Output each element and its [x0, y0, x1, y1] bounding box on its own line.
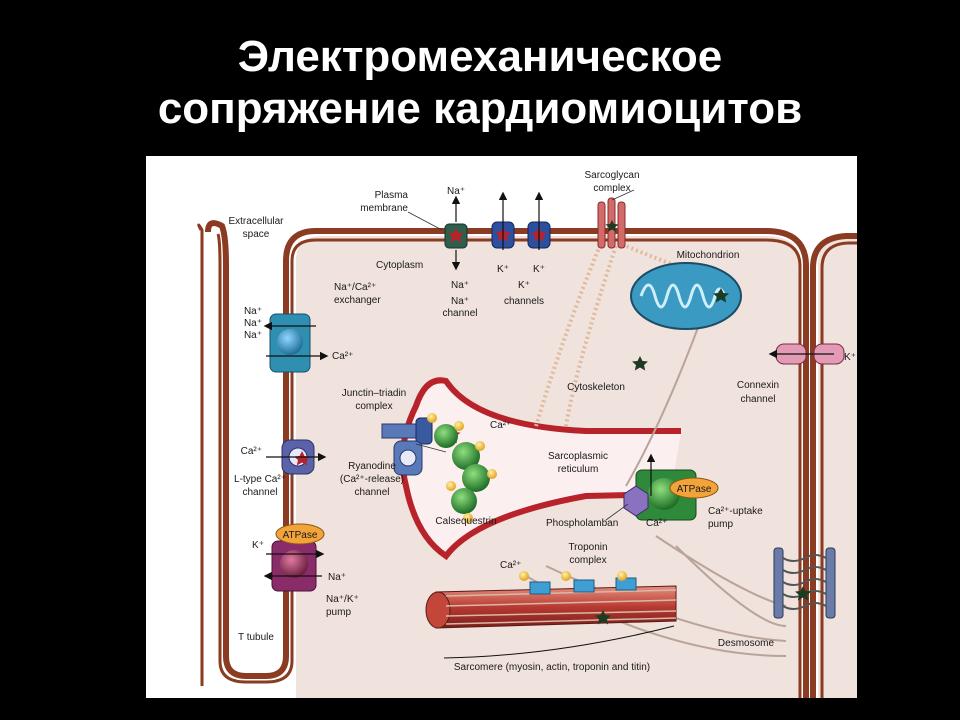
- troponin-label-1: Troponin: [568, 542, 607, 553]
- sr-label-1: Sarcoplasmic: [548, 451, 608, 462]
- phospholamban-label: Phospholamban: [546, 518, 618, 529]
- ltype-label-2: channel: [242, 487, 277, 498]
- plasma-membrane-label-1: Plasma: [375, 190, 409, 201]
- na-top-label: Na⁺: [447, 186, 465, 197]
- right-cell-membrane-inner: [820, 241, 857, 698]
- sarcoglycan-complex[interactable]: [597, 197, 626, 249]
- ryanodine-label-2: (Ca²⁺-release): [340, 474, 404, 485]
- k-left-label: K⁺: [497, 264, 509, 275]
- star-icon: [448, 228, 464, 243]
- t-tubule-membrane-inner: [216, 233, 802, 698]
- exchanger-na-3: Na⁺: [244, 330, 262, 341]
- pump-label-1: Na⁺/K⁺: [326, 594, 359, 605]
- cardiomyocyte-diagram: ATPase ATPase: [146, 156, 857, 698]
- exchanger-na-1: Na⁺: [244, 306, 262, 317]
- ltype-ca-label: Ca²⁺: [241, 446, 262, 457]
- sarcomere-label: Sarcomere (myosin, actin, troponin and t…: [454, 662, 650, 673]
- junctin-label-1: Junctin–triadin: [342, 388, 406, 399]
- uptake-label-2: pump: [708, 519, 733, 530]
- na-channel-label-1: Na⁺: [451, 296, 469, 307]
- ryanodine-label-1: Ryanodine: [348, 461, 396, 472]
- neighbor-cell: [818, 234, 857, 698]
- right-cell-membrane: [810, 233, 857, 698]
- phospholamban-ca-label: Ca²⁺: [646, 518, 667, 529]
- sr-label-2: reticulum: [558, 464, 599, 475]
- mitochondrion-label: Mitochondrion: [677, 250, 740, 261]
- ryanodine-channel[interactable]: [393, 440, 423, 476]
- k-channels-label-2: channels: [504, 296, 544, 307]
- phospholamban-shape[interactable]: [623, 485, 649, 517]
- star-icon: [605, 220, 619, 232]
- sr-ca-label: Ca²⁺: [490, 420, 511, 431]
- t-tubule-label: T tubule: [238, 632, 274, 643]
- pump-label-2: pump: [326, 607, 351, 618]
- ltype-label-1: L-type Ca²⁺: [234, 474, 286, 485]
- connexin-label-1: Connexin: [737, 380, 779, 391]
- leader-lines: [407, 189, 635, 521]
- calsequestrin[interactable]: [427, 413, 497, 523]
- na-k-pump[interactable]: [271, 540, 317, 592]
- pump-na-label: Na⁺: [328, 572, 346, 583]
- title-line-1: Электромеханическое: [237, 32, 723, 81]
- cytoplasm-label: Cytoplasm: [376, 260, 423, 271]
- left-cell-edge: [197, 223, 204, 686]
- calsequestrin-ball: [434, 424, 458, 448]
- uptake-label-1: Ca²⁺-uptake: [708, 506, 763, 517]
- cytoskeleton-label: Cytoskeleton: [567, 382, 625, 393]
- plasma-membrane-label-2: membrane: [360, 203, 408, 214]
- sarcomere-bracket: [443, 625, 675, 659]
- atpase-badge-pump: ATPase: [275, 523, 325, 545]
- calsequestrin-label: Calsequestrin: [435, 516, 496, 527]
- k-channels-label-1: K⁺: [518, 280, 530, 291]
- mitochondrion[interactable]: [630, 262, 742, 330]
- na-ca-exchanger[interactable]: [269, 313, 311, 373]
- extracellular-label-1: Extracellular: [228, 216, 284, 227]
- junctin-triadin-complex[interactable]: [381, 417, 433, 445]
- star-icon: [713, 288, 729, 303]
- na-channel[interactable]: [444, 223, 468, 249]
- k-right-label: K⁺: [533, 264, 545, 275]
- junctin-label-2: complex: [355, 401, 392, 412]
- exchanger-na-2: Na⁺: [244, 318, 262, 329]
- star-icon: [795, 586, 811, 601]
- title-line-2: сопряжение кардиомиоцитов: [157, 84, 803, 133]
- sarcomere[interactable]: [425, 571, 677, 629]
- atpase-badge-uptake: ATPase: [669, 477, 719, 499]
- sarcoglycan-label-1: Sarcoglycan: [584, 170, 639, 181]
- desmosome[interactable]: [773, 547, 836, 619]
- pump-k-label: K⁺: [252, 540, 264, 551]
- desmosome-label: Desmosome: [718, 638, 775, 649]
- ryanodine-label-3: channel: [354, 487, 389, 498]
- t-tubule-membrane: [205, 220, 809, 698]
- exchanger-label-1: Na⁺/Ca²⁺: [334, 282, 376, 293]
- troponin-ca-label: Ca²⁺: [500, 560, 521, 571]
- sarcoglycan-label-2: complex: [593, 183, 630, 194]
- atpase-pump-label: ATPase: [283, 530, 318, 541]
- star-icon: [294, 451, 310, 466]
- star-icon: [595, 610, 611, 625]
- troponin-label-2: complex: [569, 555, 606, 566]
- exchanger-label-2: exchanger: [334, 295, 381, 306]
- star-icon: [632, 356, 648, 371]
- connexin-label-2: channel: [740, 394, 775, 405]
- connexin-k-label: K⁺: [844, 352, 856, 363]
- exchanger-ca-label: Ca²⁺: [332, 351, 353, 362]
- extracellular-label-2: space: [243, 229, 270, 240]
- na-bottom-label: Na⁺: [451, 280, 469, 291]
- atpase-uptake-label: ATPase: [677, 484, 712, 495]
- na-channel-label-2: channel: [442, 308, 477, 319]
